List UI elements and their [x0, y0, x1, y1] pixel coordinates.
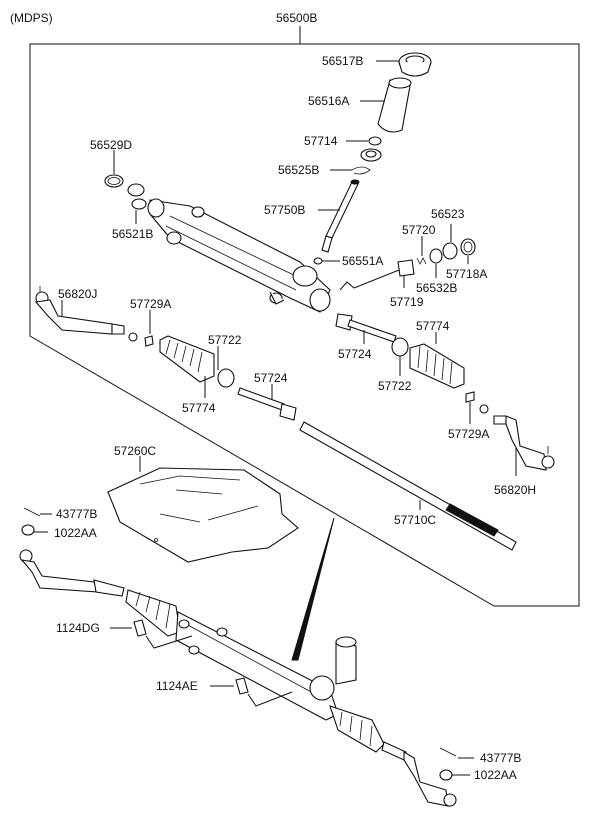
label-57724-left[interactable]: 57724 — [254, 371, 288, 385]
assembly-arrow — [291, 517, 335, 661]
part-57260C-heat-shield — [107, 467, 299, 563]
label-57724-right[interactable]: 57724 — [338, 347, 372, 361]
part-43777B-bottom-cotter-pin — [439, 747, 457, 757]
label-43777B-top[interactable]: 43777B — [56, 507, 97, 521]
assembly-number-label: 56500B — [276, 11, 317, 25]
part-56525B-snap-ring — [351, 166, 371, 175]
part-57718A-ring — [460, 238, 476, 256]
assembly-boundary — [29, 26, 580, 607]
label-57750B[interactable]: 57750B — [264, 203, 305, 217]
part-57774-boot-right — [409, 343, 465, 389]
part-57750B-pinion-shaft — [321, 179, 360, 253]
part-rack-housing — [147, 198, 331, 313]
part-1124AE-bolt — [235, 677, 249, 695]
label-56517B[interactable]: 56517B — [322, 54, 363, 68]
part-43777B-top-cotter-pin — [23, 507, 41, 517]
part-1124DG-bolt — [133, 619, 147, 637]
part-56820H-tie-rod-end — [493, 415, 555, 471]
label-57719[interactable]: 57719 — [390, 295, 424, 309]
part-1022AA-bottom-nut — [439, 769, 453, 781]
part-assembled-steering-gear — [19, 549, 457, 807]
part-56532B-plug — [429, 248, 443, 264]
part-57719-yoke — [397, 259, 415, 277]
label-56516A[interactable]: 56516A — [308, 94, 349, 108]
label-56551A[interactable]: 56551A — [342, 254, 383, 268]
part-57729A-clamp-left — [128, 332, 154, 347]
label-57722-right[interactable]: 57722 — [378, 379, 412, 393]
variant-label: (MDPS) — [10, 11, 53, 25]
label-57729A-left[interactable]: 57729A — [130, 297, 171, 311]
part-57714-ring — [368, 136, 382, 146]
part-57722-ring-right — [391, 337, 409, 357]
part-56529D-ring — [104, 174, 124, 188]
part-57710C-rack-bar — [299, 421, 517, 551]
label-57722-left[interactable]: 57722 — [208, 333, 242, 347]
label-57729A-right[interactable]: 57729A — [448, 427, 489, 441]
part-1022AA-top-nut — [21, 524, 35, 536]
label-1022AA-top[interactable]: 1022AA — [54, 526, 97, 540]
part-57724-inner-tie-rod-right — [335, 313, 397, 343]
part-57722-ring-left — [217, 368, 235, 388]
label-56525B[interactable]: 56525B — [278, 163, 319, 177]
part-bearing — [360, 148, 382, 162]
label-1022AA-bottom[interactable]: 1022AA — [474, 768, 517, 782]
part-56517B-cap — [398, 52, 432, 77]
part-56551A-washer — [313, 257, 323, 265]
label-57260C[interactable]: 57260C — [114, 444, 156, 458]
label-57718A[interactable]: 57718A — [446, 267, 487, 281]
label-56820J[interactable]: 56820J — [58, 287, 97, 301]
part-56820J-tie-rod-end — [34, 286, 125, 335]
part-57729A-clamp-right — [465, 391, 489, 414]
part-57724-inner-tie-rod-left — [237, 387, 297, 421]
label-43777B-bottom[interactable]: 43777B — [480, 751, 521, 765]
part-56523-nut — [442, 242, 458, 260]
part-56516A-housing — [377, 77, 412, 133]
label-1124AE[interactable]: 1124AE — [156, 679, 198, 693]
label-57774-right[interactable]: 57774 — [416, 319, 450, 333]
label-56523[interactable]: 56523 — [431, 207, 465, 221]
label-57720[interactable]: 57720 — [402, 223, 436, 237]
label-56532B[interactable]: 56532B — [416, 281, 457, 295]
part-56521B-bushing — [127, 183, 147, 210]
part-57720-spring — [416, 257, 427, 265]
part-57774-boot-left — [159, 335, 215, 383]
label-57714[interactable]: 57714 — [304, 134, 338, 148]
label-57774-left[interactable]: 57774 — [182, 401, 216, 415]
label-57710C[interactable]: 57710C — [394, 513, 436, 527]
label-56820H[interactable]: 56820H — [494, 483, 536, 497]
label-56529D[interactable]: 56529D — [90, 138, 132, 152]
label-56521B[interactable]: 56521B — [112, 227, 153, 241]
label-1124DG[interactable]: 1124DG — [56, 621, 100, 635]
